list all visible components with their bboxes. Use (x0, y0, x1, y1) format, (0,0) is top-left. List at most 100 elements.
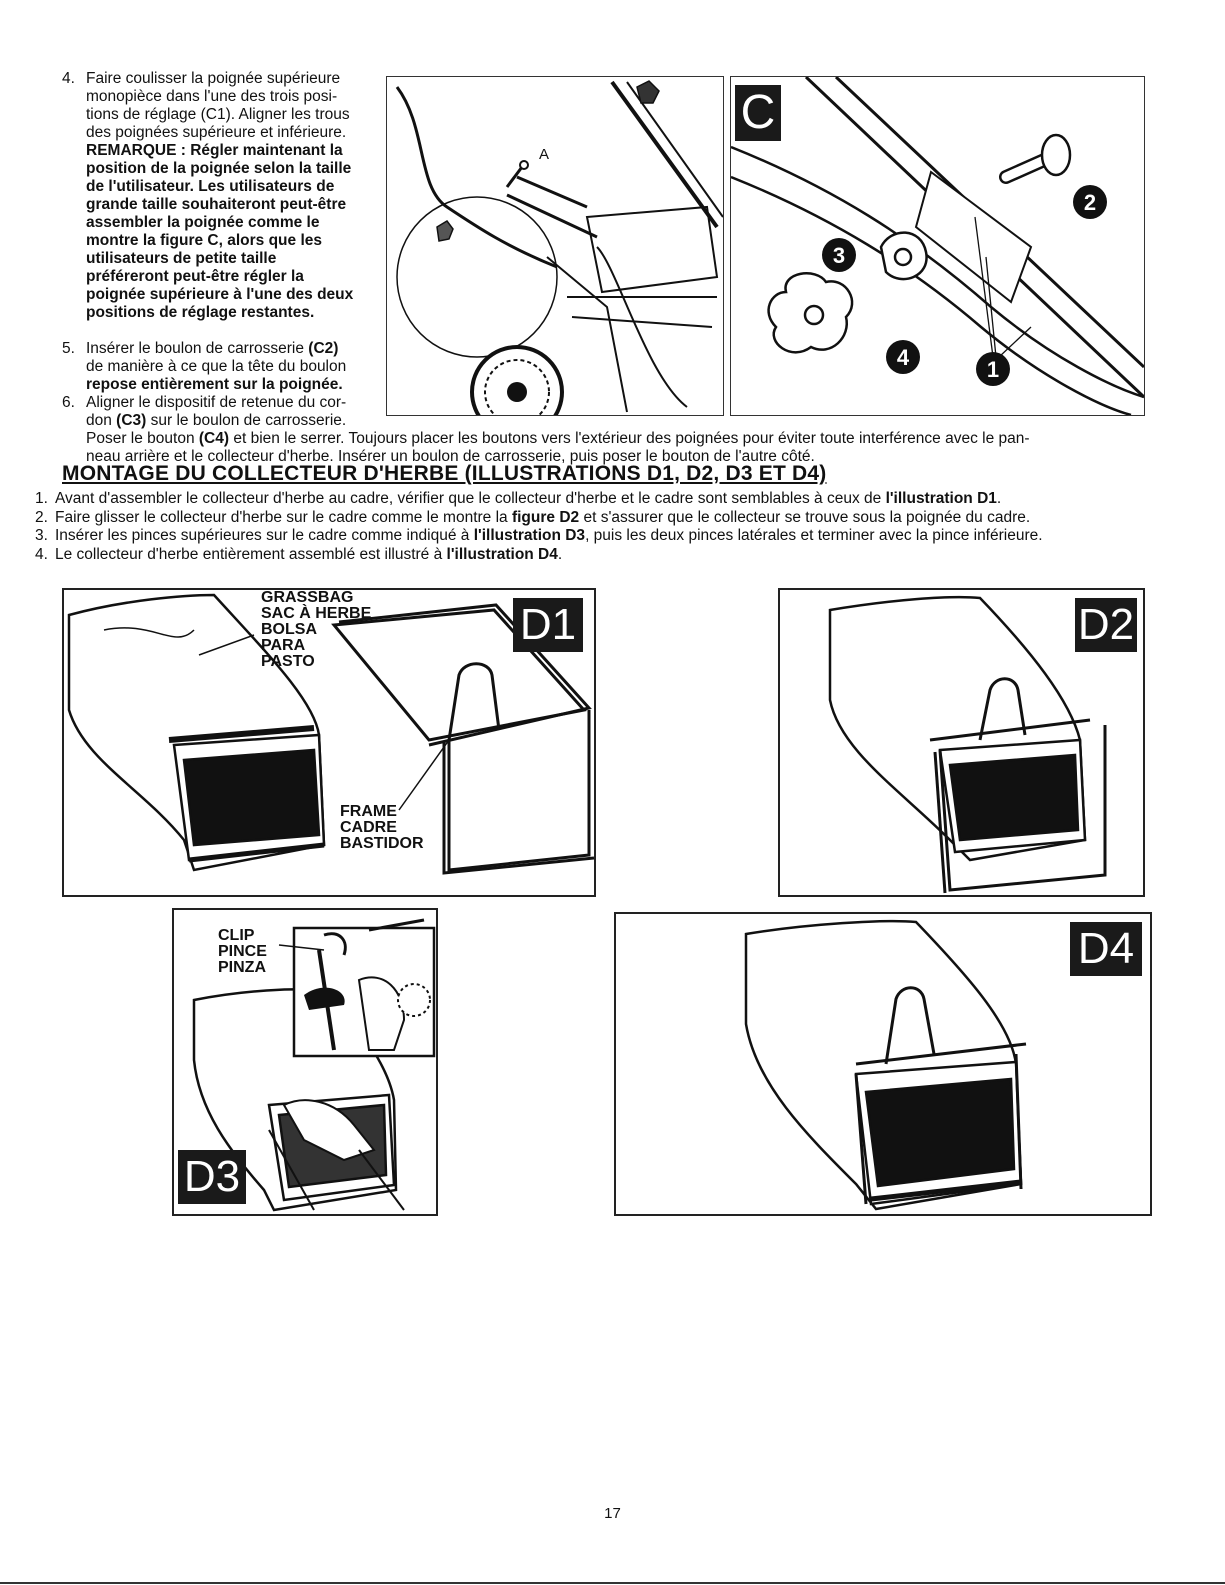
remark-line: montre la figure C, alors que les (86, 232, 323, 249)
step-number: 5. (62, 340, 75, 357)
section-heading: MONTAGE DU COLLECTEUR D'HERBE (ILLUSTRAT… (62, 462, 827, 485)
step-ref: l'illustration D1 (885, 490, 997, 507)
remark-line: utilisateurs de petite taille (86, 250, 277, 267)
remark-line: position de la poignée selon la taille (86, 160, 352, 177)
step-6-ref: (C4) (198, 430, 230, 447)
label-line: BASTIDOR (340, 835, 424, 852)
step-6-text: et bien le serrer. Toujours placer les b… (229, 430, 1030, 447)
step-ref: l'illustration D4 (446, 545, 558, 563)
footer-rule (0, 1582, 1225, 1584)
handle-hardware-illustration: 1 2 3 4 (731, 77, 1144, 415)
clip-zoom-inset (292, 918, 436, 1058)
step-6-text: sur le boulon de carrosserie. (146, 412, 347, 429)
carriage-bolt-icon (999, 133, 1072, 184)
step-5-line: repose entièrement sur la poignée. (86, 376, 343, 393)
svg-text:3: 3 (833, 243, 845, 268)
step-text: Avant d'assembler le collecteur d'herbe … (55, 490, 886, 507)
step-5-ref: (C2) (308, 340, 339, 357)
label-line: GRASSBAG (261, 589, 354, 606)
grassbag-on-frame-illustration (828, 595, 1107, 894)
step-4-line: des poignées supérieure et inférieure. (86, 124, 347, 141)
frame-label: FRAME CADRE BASTIDOR (340, 804, 424, 852)
step-4-line: tions de réglage (C1). Aligner les trous (86, 106, 350, 123)
label-line: SAC À HERBE (261, 605, 372, 622)
callout-3: 3 (822, 238, 856, 272)
grassbag-label: GRASSBAG SAC À HERBE BOLSA PARA PASTO (261, 590, 371, 670)
figure-d1-panel: GRASSBAG SAC À HERBE BOLSA PARA PASTO FR… (62, 588, 596, 897)
svg-text:2: 2 (1084, 190, 1096, 215)
label-line: PARA (261, 637, 306, 654)
remark-line: de l'utilisateur. Les utilisateurs de (86, 178, 335, 195)
knob-icon (436, 220, 454, 242)
remark-line: grande taille souhaiteront peut-être (86, 196, 347, 213)
step-4: 4. Faire coulisser la poignée supérieure… (62, 70, 382, 322)
step-number: 2. (35, 508, 48, 526)
step-text: et s'assurer que le collecteur se trouve… (579, 508, 1031, 526)
remark-line: positions de réglage restantes. (86, 304, 315, 321)
remark-line: assembler la poignée comme le (86, 214, 320, 231)
step-6-line: neau arrière et le collecteur d'herbe. I… (86, 448, 815, 465)
label-line: BOLSA (261, 621, 317, 638)
figure-c-panel: 1 2 3 4 C (730, 76, 1145, 416)
assembly-step: 2. Faire glisser le collecteur d'herbe s… (35, 509, 1175, 528)
figure-d2-panel: D2 (778, 588, 1145, 897)
figure-d4-panel: D4 (614, 912, 1152, 1216)
figure-badge-c: C (735, 85, 781, 141)
step-6-line: Aligner le dispositif de retenue du cor- (86, 394, 347, 411)
callout-4: 4 (886, 340, 920, 374)
remark-line: REMARQUE : Régler maintenant la (86, 142, 343, 159)
page-number: 17 (604, 1505, 621, 1522)
step-6-ref: (C3) (116, 412, 147, 429)
grassbag-and-frame-illustration (67, 593, 594, 875)
step-6-text: don (86, 412, 117, 429)
grassbag-icon (67, 593, 326, 872)
label-line: FRAME (340, 803, 397, 820)
remark-line: préféreront peut-être régler la (86, 268, 304, 285)
handle-bracket (914, 170, 1033, 304)
svg-text:4: 4 (897, 345, 910, 370)
label-line: CADRE (340, 819, 397, 836)
step-number: 3. (35, 527, 48, 544)
step-4-line: Faire coulisser la poignée supérieure (86, 70, 341, 87)
step-5-line: de manière à ce que la tête du boulon (86, 358, 347, 375)
step-6-text: Poser le bouton (86, 430, 199, 447)
callout-a: A (539, 146, 549, 163)
step-5: 5. Insérer le boulon de carrosserie (C2)… (62, 340, 382, 394)
svg-text:1: 1 (987, 357, 999, 382)
frame-icon (331, 603, 594, 875)
figure-badge-d1: D1 (513, 598, 583, 652)
assembly-step: 1. Avant d'assembler le collecteur d'her… (35, 490, 1175, 509)
knob-top-icon (636, 80, 660, 104)
assembly-step: 4. Le collecteur d'herbe entièrement ass… (35, 546, 1175, 565)
callout-2: 2 (1073, 185, 1107, 219)
handle-assembly-illustration: A (395, 80, 723, 415)
step-number: 4. (35, 545, 48, 563)
step-number: 4. (62, 70, 75, 87)
label-line: PINZA (218, 959, 266, 976)
step-ref: figure D2 (511, 508, 580, 526)
label-line: PASTO (261, 653, 315, 670)
knob-icon (767, 272, 854, 354)
assembly-steps: 1. Avant d'assembler le collecteur d'her… (35, 490, 1175, 564)
remark-line: poignée supérieure à l'une des deux (86, 286, 354, 303)
wheel-icon (470, 345, 564, 415)
step-ref: l'illustration D3 (473, 527, 586, 544)
label-line: PINCE (218, 943, 267, 960)
cord-retainer-icon (879, 231, 928, 281)
step-text: Faire glisser le collecteur d'herbe sur … (55, 508, 512, 526)
step-text: . (557, 545, 563, 563)
step-5-text: Insérer le boulon de carrosserie (86, 340, 309, 357)
step-text: . (996, 490, 1002, 507)
figure-badge-d3: D3 (178, 1150, 246, 1204)
assembly-step: 3. Insérer les pinces supérieures sur le… (35, 527, 1175, 546)
remark-block: REMARQUE : Régler maintenant la position… (86, 142, 382, 322)
figure-badge-d2: D2 (1075, 598, 1137, 652)
step-number: 6. (62, 394, 75, 411)
callout-1: 1 (976, 352, 1010, 386)
figure-a-panel: A (386, 76, 724, 416)
clip-label: CLIP PINCE PINZA (218, 928, 267, 976)
bolt-icon (505, 160, 529, 188)
step-text: Insérer les pinces supérieures sur le ca… (55, 527, 474, 544)
step-text: Le collecteur d'herbe entièrement assemb… (55, 545, 447, 563)
step-4-line: monopièce dans l'une des trois posi- (86, 88, 338, 105)
